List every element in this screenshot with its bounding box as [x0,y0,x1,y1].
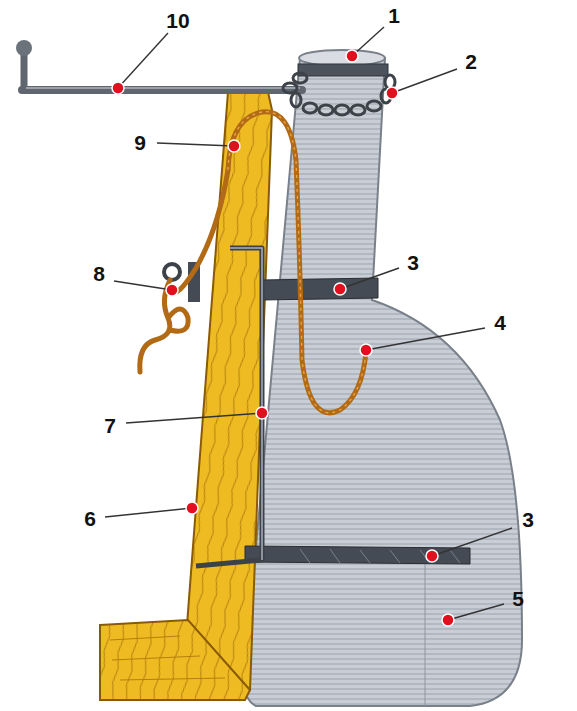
callout-number: 2 [463,50,479,73]
callout-number: 9 [132,131,148,154]
callout-number: 8 [91,262,107,285]
callout-number: 5 [510,587,526,610]
callout-number: 7 [102,414,118,437]
callout-number: 3 [405,251,421,274]
callout-number: 6 [82,507,98,530]
callout-number: 3 [520,508,536,531]
callout-number: 10 [164,9,191,32]
callout-number: 1 [386,4,402,27]
callout-number: 4 [492,311,508,334]
